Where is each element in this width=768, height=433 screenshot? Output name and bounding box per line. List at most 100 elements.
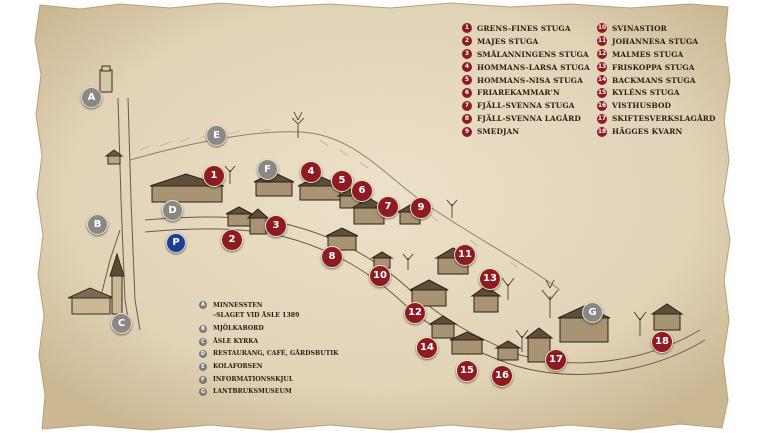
monument-a-tower [99, 65, 113, 93]
legend-number: 11 [597, 36, 607, 47]
hill-hatching [139, 128, 519, 269]
key-item[interactable]: D RESTAURANG, CAFÉ, GÅRDSBUTIK [199, 348, 338, 361]
legend-number: 15 [597, 87, 607, 98]
legend-label: VISTHUSBOD [612, 101, 672, 111]
map-marker-5[interactable]: 5 [331, 170, 353, 192]
legend-item[interactable]: 14 BACKMANS STUGA [597, 74, 716, 87]
map-marker-11[interactable]: 11 [454, 244, 476, 266]
legend-item[interactable]: 1 GRENS-FINES STUGA [462, 22, 590, 35]
map-marker-d[interactable]: D [162, 200, 183, 221]
map-marker-e[interactable]: E [206, 125, 227, 146]
map-marker-1[interactable]: 1 [203, 165, 225, 187]
map-marker-8[interactable]: 8 [321, 246, 343, 268]
key-letter: C [199, 337, 207, 346]
legend-label: FRISKOPPA STUGA [612, 62, 695, 72]
building-legend-col1: 1 GRENS-FINES STUGA 2 MAJES STUGA 3 SMÅLANN… [462, 22, 590, 138]
legend-number: 5 [462, 75, 472, 85]
key-item[interactable]: F INFORMATIONSSKJUL [199, 373, 338, 386]
key-item[interactable]: A MINNESSTEN –SLAGET VID ÅSLE 1389 [199, 301, 338, 323]
legend-label: HOMMANS-LARSA STUGA [477, 62, 590, 72]
map-marker-a[interactable]: A [81, 87, 102, 108]
map-marker-9[interactable]: 9 [410, 197, 432, 219]
key-letter: A [199, 301, 207, 309]
legend-number: 13 [597, 62, 607, 73]
legend-label: GRENS-FINES STUGA [477, 23, 571, 33]
map-marker-17[interactable]: 17 [545, 349, 567, 371]
legend-label: MALMES STUGA [612, 49, 684, 59]
legend-number: 12 [597, 49, 607, 60]
key-letter: D [199, 350, 207, 359]
key-label: MINNESSTEN –SLAGET VID ÅSLE 1389 [213, 301, 299, 321]
key-item[interactable]: C ÅSLE KYRKA [199, 336, 338, 349]
map-marker-6[interactable]: 6 [351, 180, 373, 202]
map-marker-14[interactable]: 14 [416, 337, 438, 359]
trees [224, 111, 647, 352]
map-marker-g[interactable]: G [582, 302, 603, 323]
map-marker-c[interactable]: C [111, 313, 132, 334]
roadside-hut [104, 149, 124, 165]
legend-item[interactable]: 16 VISTHUSBOD [597, 99, 716, 112]
parking-marker[interactable]: P [166, 233, 186, 253]
legend-label: HÄGGES KVARN [612, 127, 683, 137]
key-label: LANTBRUKSMUSEUM [213, 388, 292, 396]
legend-label: SMÅLANNINGENS STUGA [477, 49, 589, 59]
key-letter: E [199, 363, 207, 372]
map-marker-3[interactable]: 3 [265, 215, 287, 237]
legend-number: 3 [462, 49, 472, 60]
map-marker-7[interactable]: 7 [377, 196, 399, 218]
legend-number: 6 [462, 87, 472, 98]
legend-number: 7 [462, 100, 472, 111]
key-letter: G [199, 388, 207, 397]
legend-item[interactable]: 6 FRIAREKAMMAR'N [462, 86, 590, 99]
key-label: INFORMATIONSSKJUL [213, 375, 294, 383]
map-marker-16[interactable]: 16 [491, 365, 513, 387]
map-marker-10[interactable]: 10 [369, 265, 391, 287]
map-marker-12[interactable]: 12 [404, 302, 426, 324]
legend-item[interactable]: 13 FRISKOPPA STUGA [597, 61, 716, 74]
legend-item[interactable]: 3 SMÅLANNINGENS STUGA [462, 48, 590, 61]
key-label: RESTAURANG, CAFÉ, GÅRDSBUTIK [213, 350, 339, 358]
map-marker-2[interactable]: 2 [221, 229, 243, 251]
key-label: ÅSLE KYRKA [213, 337, 259, 345]
key-label-line1: MINNESSTEN [213, 302, 263, 309]
key-letter: F [199, 375, 207, 384]
key-label-line2: –SLAGET VID ÅSLE 1389 [213, 312, 300, 319]
legend-number: 14 [597, 75, 607, 85]
legend-item[interactable]: 2 MAJES STUGA [462, 35, 590, 48]
church [67, 252, 125, 315]
legend-label: FRIAREKAMMAR'N [477, 88, 560, 98]
legend-label: SVINASTIOR [612, 23, 667, 33]
legend-item[interactable]: 12 MALMES STUGA [597, 48, 716, 61]
legend-item[interactable]: 15 KYLÉNS STUGA [597, 86, 716, 99]
legend-label: HOMMANS-NISA STUGA [477, 75, 583, 85]
legend-label: SMEDJAN [477, 127, 520, 137]
map-marker-15[interactable]: 15 [456, 360, 478, 382]
legend-item[interactable]: 5 HOMMANS-NISA STUGA [462, 74, 590, 87]
map-marker-18[interactable]: 18 [651, 331, 673, 353]
legend-label: BACKMANS STUGA [612, 75, 696, 85]
map-marker-4[interactable]: 4 [300, 161, 322, 183]
legend-label: FJÄLL-SVENNA LAGÅRD [477, 114, 581, 124]
legend-number: 2 [462, 36, 472, 47]
legend-number: 1 [462, 23, 472, 34]
legend-item[interactable]: 18 HÄGGES KVARN [597, 125, 716, 138]
map-marker-f[interactable]: F [257, 159, 278, 180]
legend-number: 18 [597, 126, 607, 137]
legend-number: 16 [597, 100, 607, 111]
map-marker-b[interactable]: B [87, 214, 108, 235]
key-item[interactable]: G LANTBRUKSMUSEUM [199, 386, 338, 399]
legend-label: MAJES STUGA [477, 36, 539, 46]
legend-label: KYLÉNS STUGA [612, 88, 680, 98]
legend-label: SKIFTESVERKSLAGÅRD [612, 114, 716, 124]
map-marker-13[interactable]: 13 [479, 268, 501, 290]
